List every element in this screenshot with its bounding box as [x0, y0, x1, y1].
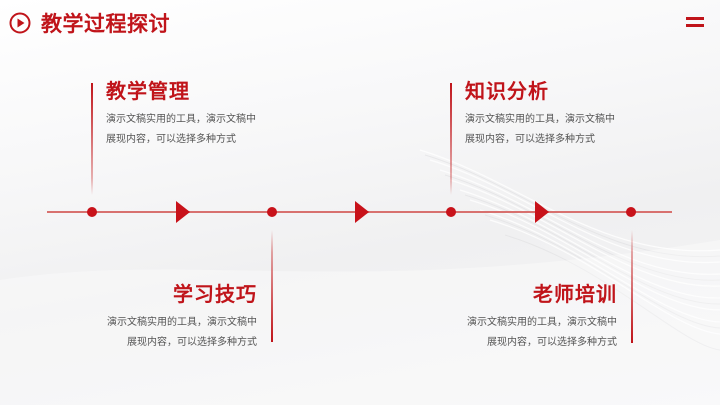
- step-card-3: 知识分析 演示文稿实用的工具，演示文稿中 展现内容，可以选择多种方式: [465, 78, 615, 150]
- step-card-4: 老师培训 演示文稿实用的工具，演示文稿中 展现内容，可以选择多种方式: [467, 281, 617, 353]
- step-description-line: 演示文稿实用的工具，演示文稿中: [467, 317, 617, 328]
- page-title: 教学过程探讨: [41, 12, 170, 36]
- step-title: 知识分析: [465, 79, 549, 103]
- connector-line-4: [631, 230, 633, 343]
- timeline-dot-1: [87, 207, 97, 217]
- step-description: 演示文稿实用的工具，演示文稿中 展现内容，可以选择多种方式: [467, 313, 617, 353]
- connector-line-2: [271, 230, 273, 342]
- step-title: 学习技巧: [173, 282, 257, 306]
- timeline-dot-2: [267, 207, 277, 217]
- step-description-line: 演示文稿实用的工具，演示文稿中: [465, 114, 615, 125]
- step-description: 演示文稿实用的工具，演示文稿中 展现内容，可以选择多种方式: [107, 313, 257, 353]
- step-description-line: 展现内容，可以选择多种方式: [106, 134, 236, 145]
- arrow-right-icon: [355, 201, 369, 223]
- menu-icon[interactable]: [686, 17, 704, 29]
- connector-line-1: [91, 83, 93, 195]
- timeline-dot-4: [626, 207, 636, 217]
- step-description-line: 展现内容，可以选择多种方式: [465, 134, 595, 145]
- arrow-right-icon: [176, 201, 190, 223]
- header: 教学过程探讨: [9, 8, 170, 38]
- timeline-dot-3: [446, 207, 456, 217]
- step-description-line: 演示文稿实用的工具，演示文稿中: [107, 317, 257, 328]
- play-circle-icon: [9, 12, 31, 34]
- step-card-2: 学习技巧 演示文稿实用的工具，演示文稿中 展现内容，可以选择多种方式: [107, 281, 257, 353]
- arrow-right-icon: [535, 201, 549, 223]
- step-description-line: 展现内容，可以选择多种方式: [127, 337, 257, 348]
- step-card-1: 教学管理 演示文稿实用的工具，演示文稿中 展现内容，可以选择多种方式: [106, 78, 256, 150]
- step-title: 老师培训: [533, 282, 617, 306]
- step-description-line: 展现内容，可以选择多种方式: [487, 337, 617, 348]
- step-description-line: 演示文稿实用的工具，演示文稿中: [106, 114, 256, 125]
- step-title: 教学管理: [106, 79, 190, 103]
- step-description: 演示文稿实用的工具，演示文稿中 展现内容，可以选择多种方式: [106, 110, 256, 150]
- connector-line-3: [450, 83, 452, 195]
- step-description: 演示文稿实用的工具，演示文稿中 展现内容，可以选择多种方式: [465, 110, 615, 150]
